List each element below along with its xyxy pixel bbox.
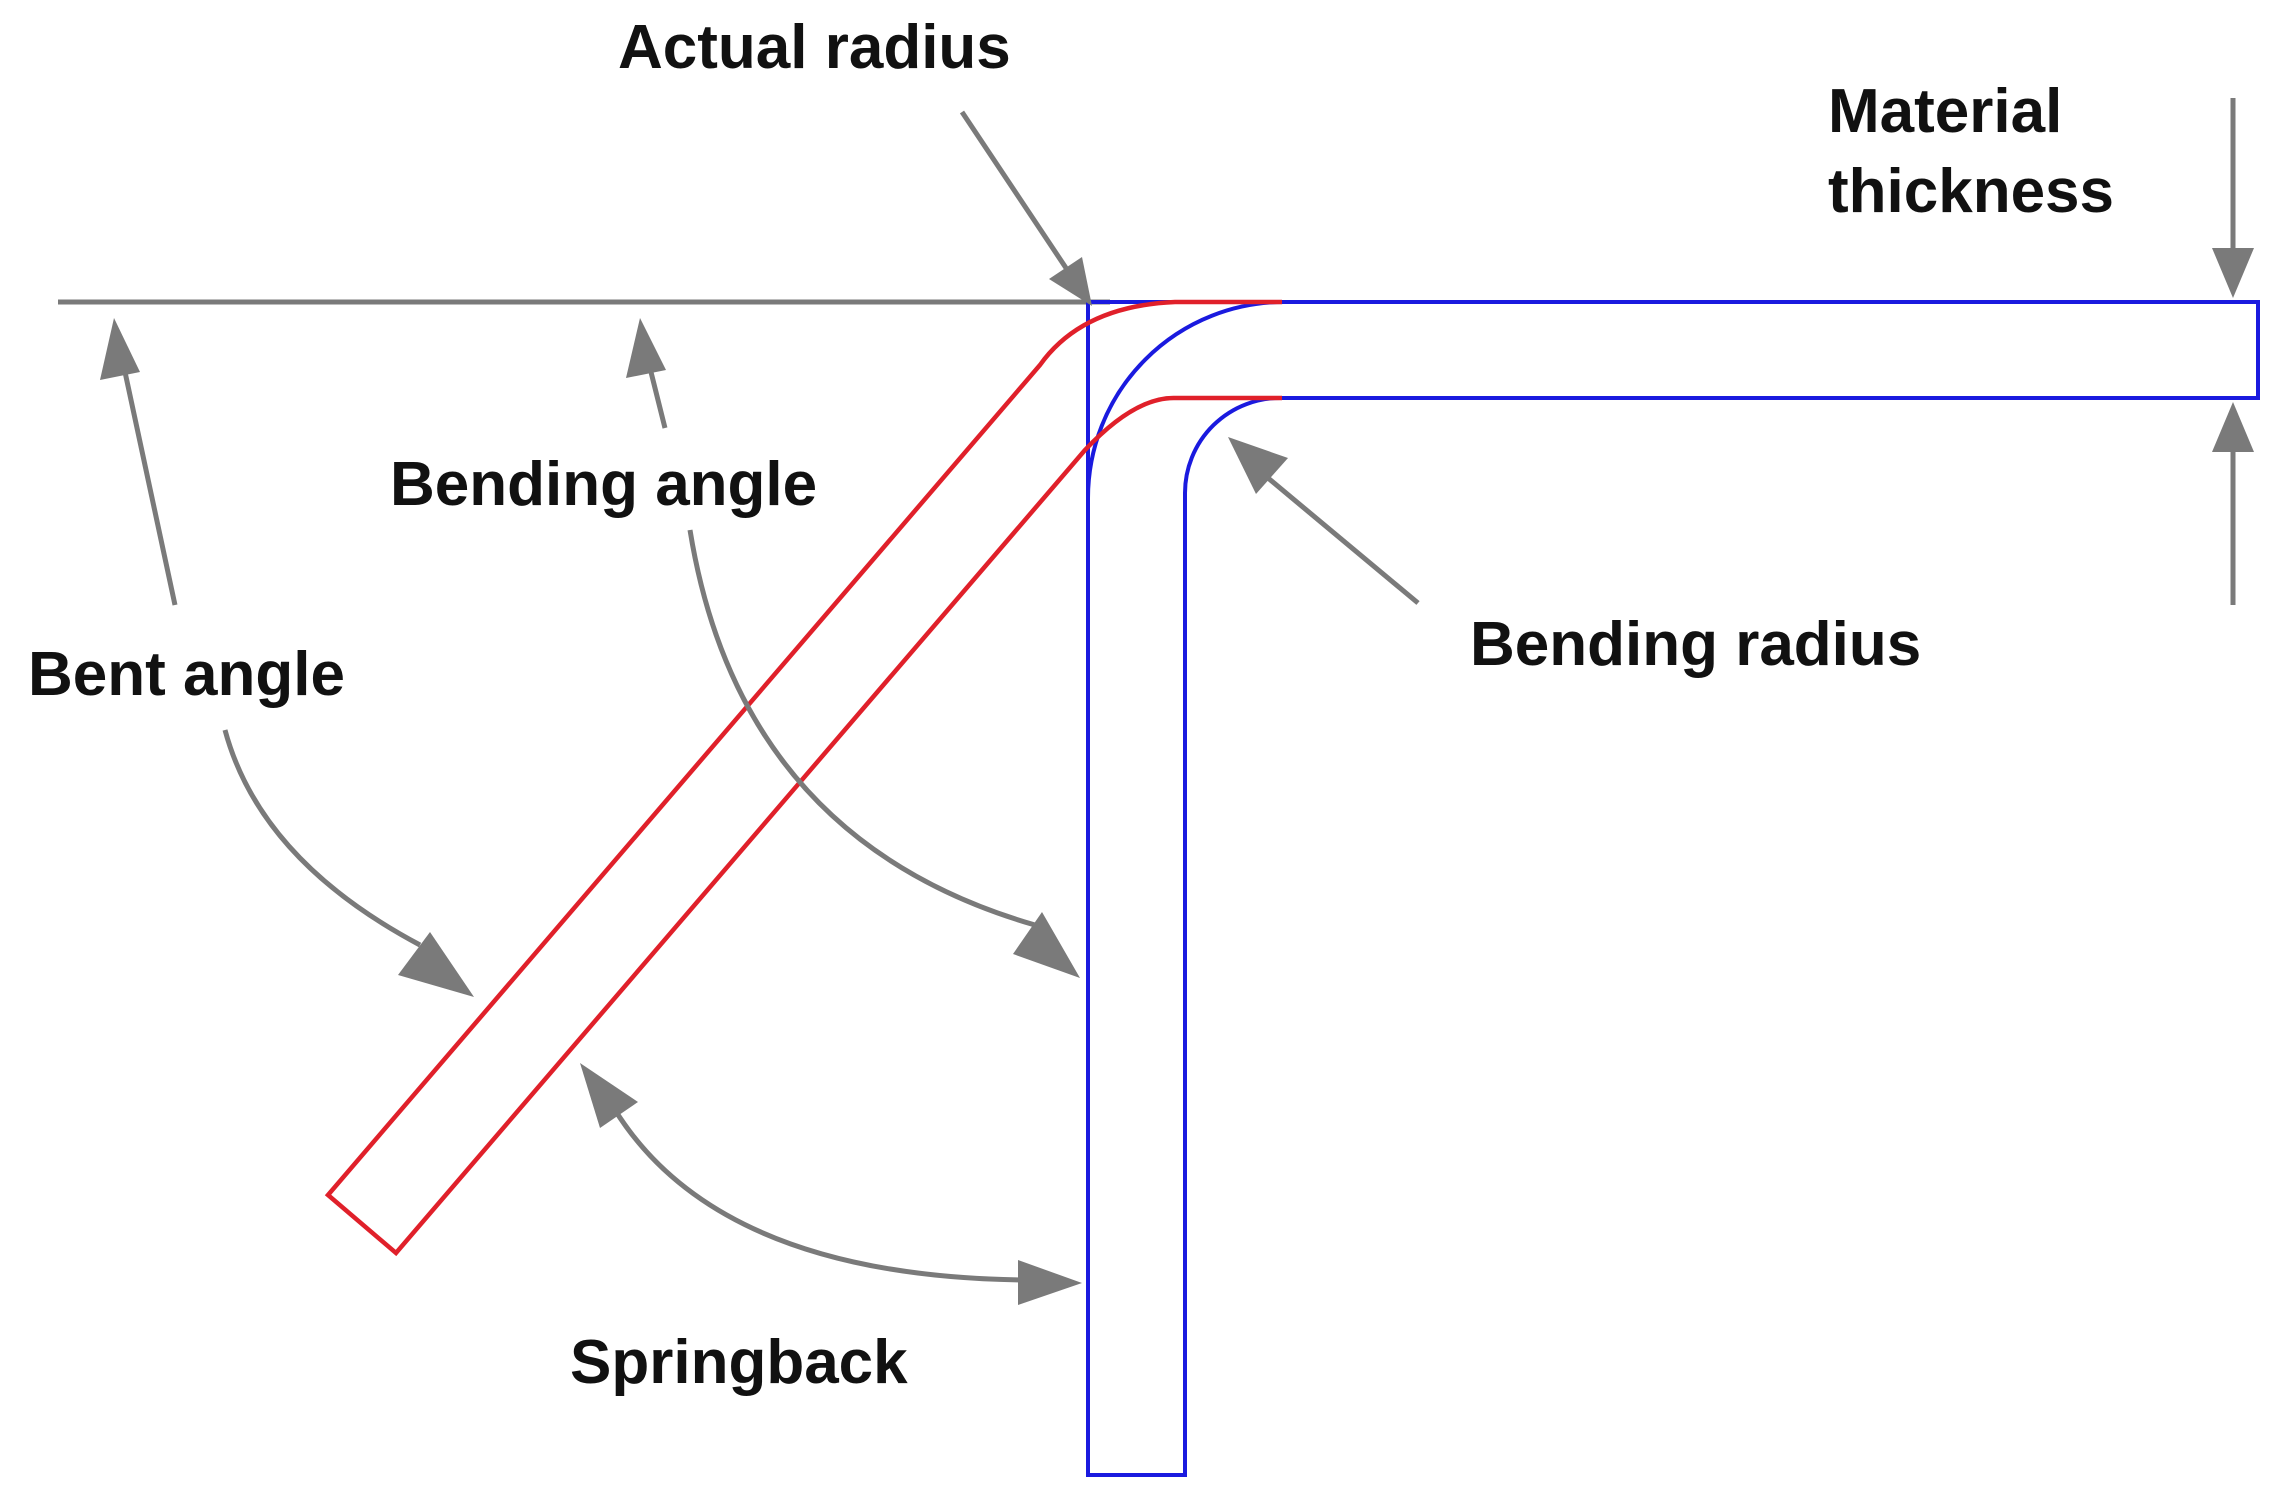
bent-part-outer-bend bbox=[1086, 300, 1285, 499]
label-material-thickness-line2: thickness bbox=[1828, 157, 2114, 226]
bent-angle-arrow bbox=[100, 318, 474, 997]
springback-part-outline bbox=[324, 299, 1282, 1257]
actual-radius-arrow bbox=[959, 110, 1092, 306]
label-actual-radius: Actual radius bbox=[618, 13, 1011, 82]
bending-radius-arrow bbox=[1228, 437, 1420, 605]
label-bending-angle: Bending angle bbox=[390, 450, 817, 519]
label-bending-radius: Bending radius bbox=[1470, 610, 1921, 679]
springback-arrow bbox=[580, 1063, 1082, 1305]
label-material-thickness-line1: Material bbox=[1828, 77, 2062, 146]
material-thickness-arrow-top bbox=[2212, 98, 2254, 298]
bending-angle-arrow bbox=[626, 318, 1080, 978]
label-bent-angle: Bent angle bbox=[28, 640, 345, 709]
label-springback: Springback bbox=[570, 1328, 908, 1397]
material-thickness-arrow-bottom bbox=[2212, 402, 2254, 605]
